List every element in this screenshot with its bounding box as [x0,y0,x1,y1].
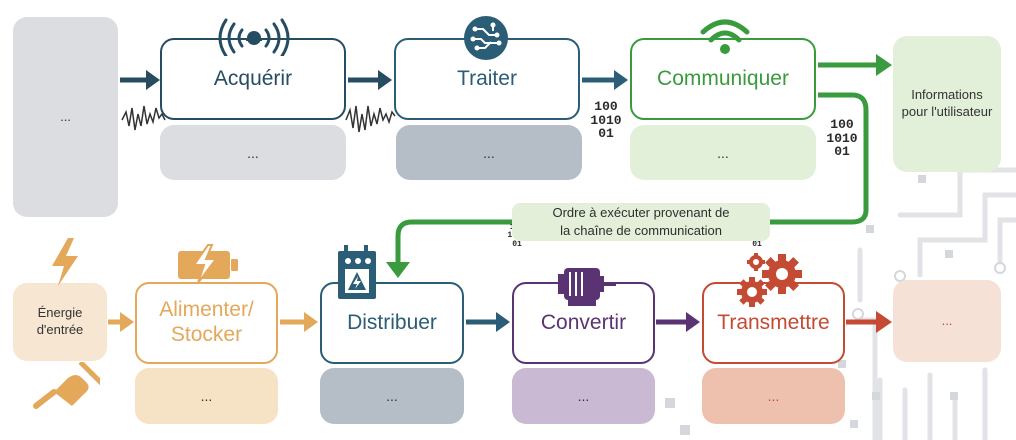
block-feed-store-detail-text: ... [200,388,213,404]
electric-motor-icon [558,268,616,306]
wifi-icon [700,19,750,54]
energy-input: Énergie d'entrée [13,283,107,361]
block-communicate-detail: ... [630,125,816,180]
signal-wave-icon [121,105,166,131]
block-convert-detail: ... [512,368,655,424]
block-feed-store-label: Alimenter/ Stocker [159,298,254,346]
block-convert-detail-text: ... [577,388,590,404]
user-information-output: Informations pour l'utilisateur [893,36,1001,172]
lightning-icon [52,238,78,286]
block-transmit-label: Transmettre [717,310,830,334]
block-acquire-label: Acquérir [213,66,293,90]
electrical-cabinet-icon [338,245,376,299]
user-information-text: Informations pour l'utilisateur [901,87,993,119]
block-feed-store: Alimenter/ Stocker [135,282,278,364]
order-link-line [395,92,869,262]
block-process-detail-text: ... [483,144,495,161]
block-distribute-detail-text: ... [386,388,398,404]
block-acquire-detail: ... [160,125,346,180]
block-process-detail: ... [396,125,582,180]
order-to-execute-label: Ordre à exécuter provenant de la chaîne … [512,203,770,241]
block-feed-store-detail: ... [135,368,278,424]
block-distribute-detail: ... [320,368,464,424]
energy-output-placeholder: ... [893,280,1001,362]
power-plug-icon [33,362,100,409]
info-input-placeholder: ... [13,17,118,217]
circuit-brain-icon [464,16,508,60]
block-transmit-detail-text: ... [767,388,780,404]
order-line-2: la chaîne de communication [560,222,722,238]
block-process-label: Traiter [457,66,517,90]
battery-charging-icon [178,244,238,283]
energy-output-text: ... [941,312,953,328]
block-convert-label: Convertir [540,310,627,334]
block-communicate-detail-text: ... [717,144,729,161]
block-acquire: Acquérir [160,38,346,120]
info-input-text: ... [60,108,71,124]
energy-input-text: Énergie d'entrée [36,305,84,337]
gears-icon [737,253,802,307]
wireless-sensor-icon [218,18,290,56]
signal-wave-icon [345,105,396,133]
block-transmit-detail: ... [702,368,845,424]
block-acquire-detail-text: ... [247,144,259,161]
order-line-1: Ordre à exécuter provenant de [552,205,730,220]
block-communicate-label: Communiquer [657,66,789,90]
block-distribute-label: Distribuer [347,310,437,334]
block-transmit: Transmettre [702,282,845,364]
